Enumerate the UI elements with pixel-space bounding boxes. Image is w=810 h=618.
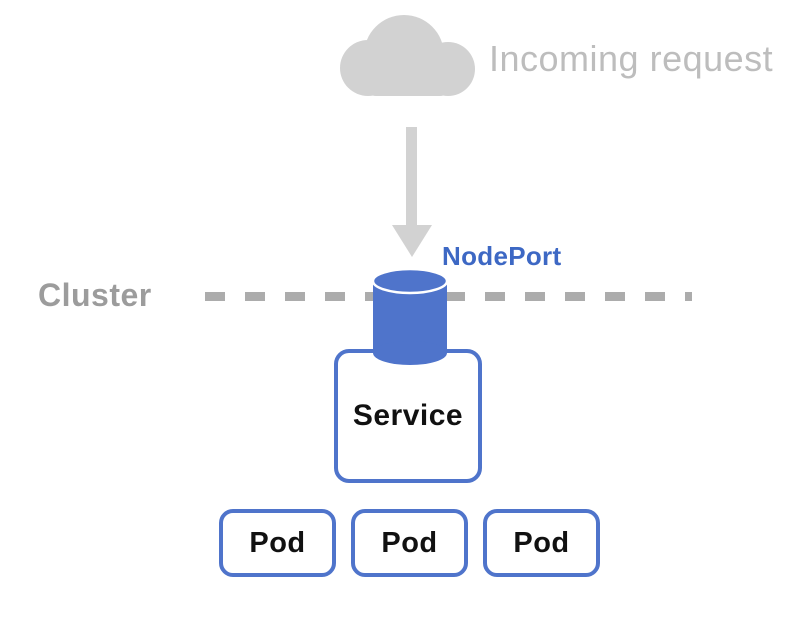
pod-box: Pod [351, 509, 468, 577]
nodeport-cylinder-icon [371, 267, 449, 365]
incoming-request-label: Incoming request [489, 38, 774, 79]
nodeport-label: NodePort [442, 241, 562, 271]
pod-label: Pod [381, 526, 438, 559]
cluster-boundary-dashed-line [205, 292, 692, 301]
pod-label: Pod [513, 526, 570, 559]
cluster-label: Cluster [38, 277, 152, 313]
service-box: Service [334, 349, 482, 483]
cloud-icon [340, 15, 475, 96]
pods-row: Pod Pod Pod [219, 509, 600, 577]
service-label: Service [352, 399, 464, 432]
pod-label: Pod [249, 526, 306, 559]
pod-box: Pod [219, 509, 336, 577]
pod-box: Pod [483, 509, 600, 577]
arrow-down-icon [392, 127, 432, 257]
